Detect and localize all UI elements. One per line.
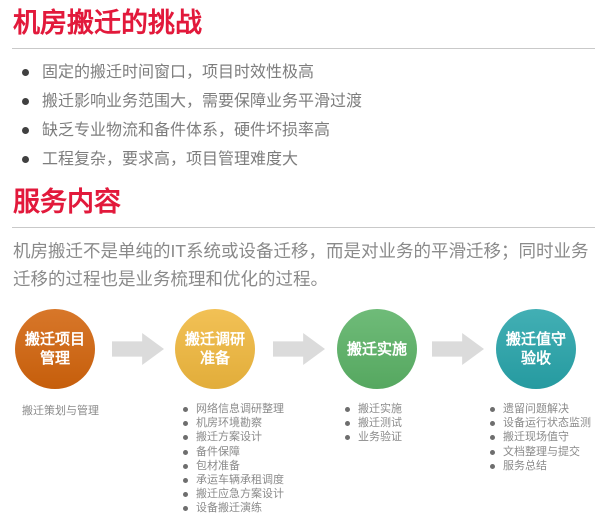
flow-step-item-list: 遗留问题解决设备运行状态监测搬迁现场值守文档整理与提交服务总结	[489, 402, 591, 473]
list-item: 固定的搬迁时间窗口，项目时效性极高	[20, 58, 607, 87]
flow-step-standby-acceptance: 搬迁值守 验收	[496, 309, 576, 389]
flow-step-note: 搬迁策划与管理	[22, 405, 99, 417]
list-item: 业务验证	[344, 430, 402, 444]
list-item: 搬迁测试	[344, 416, 402, 430]
flow-step-survey-preparation: 搬迁调研 准备	[175, 309, 255, 389]
list-item: 机房环境勘察	[182, 416, 284, 430]
arrow-right-icon	[273, 333, 325, 365]
list-item: 文档整理与提交	[489, 445, 591, 459]
flow-step-label: 搬迁项目 管理	[24, 331, 85, 367]
list-item: 服务总结	[489, 459, 591, 473]
list-item: 网络信息调研整理	[182, 402, 284, 416]
list-item: 备件保障	[182, 445, 284, 459]
page: 机房搬迁的挑战 固定的搬迁时间窗口，项目时效性极高搬迁影响业务范围大，需要保障业…	[12, 8, 607, 515]
flow-step-label: 搬迁实施	[346, 340, 407, 358]
flow-step-project-management: 搬迁项目 管理	[15, 309, 95, 389]
list-item: 缺乏专业物流和备件体系，硬件坏损率高	[20, 116, 607, 145]
arrow-right-icon	[112, 333, 164, 365]
divider	[12, 48, 595, 49]
list-item: 设备运行状态监测	[489, 416, 591, 430]
list-item: 搬迁实施	[344, 402, 402, 416]
services-intro-paragraph: 机房搬迁不是单纯的IT系统或设备迁移，而是对业务的平滑迁移；同时业务迁移的过程也…	[13, 241, 589, 289]
services-section-title: 服务内容	[13, 187, 121, 217]
divider	[12, 227, 595, 228]
list-item: 搬迁现场值守	[489, 430, 591, 444]
process-flow-diagram: 搬迁项目 管理 搬迁调研 准备 搬迁实施 搬迁值守 验收 搬迁策划与管理 网络信…	[0, 293, 607, 514]
list-item: 承运车辆承租调度	[182, 473, 284, 487]
list-item: 搬迁影响业务范围大，需要保障业务平滑过渡	[20, 87, 607, 116]
challenge-list: 固定的搬迁时间窗口，项目时效性极高搬迁影响业务范围大，需要保障业务平滑过渡缺乏专…	[20, 58, 607, 174]
flow-step-label: 搬迁调研 准备	[184, 331, 245, 367]
flow-step-implementation: 搬迁实施	[337, 309, 417, 389]
arrow-right-icon	[432, 333, 484, 365]
list-item: 遗留问题解决	[489, 402, 591, 416]
list-item: 搬迁方案设计	[182, 430, 284, 444]
challenges-section-title: 机房搬迁的挑战	[13, 8, 202, 38]
list-item: 工程复杂，要求高，项目管理难度大	[20, 145, 607, 174]
list-item: 设备搬迁演练	[182, 501, 284, 515]
list-item: 包材准备	[182, 459, 284, 473]
flow-step-item-list: 网络信息调研整理机房环境勘察搬迁方案设计备件保障包材准备承运车辆承租调度搬迁应急…	[182, 402, 284, 516]
flow-step-label: 搬迁值守 验收	[505, 331, 566, 367]
flow-step-item-list: 搬迁实施搬迁测试业务验证	[344, 402, 402, 445]
list-item: 搬迁应急方案设计	[182, 487, 284, 501]
